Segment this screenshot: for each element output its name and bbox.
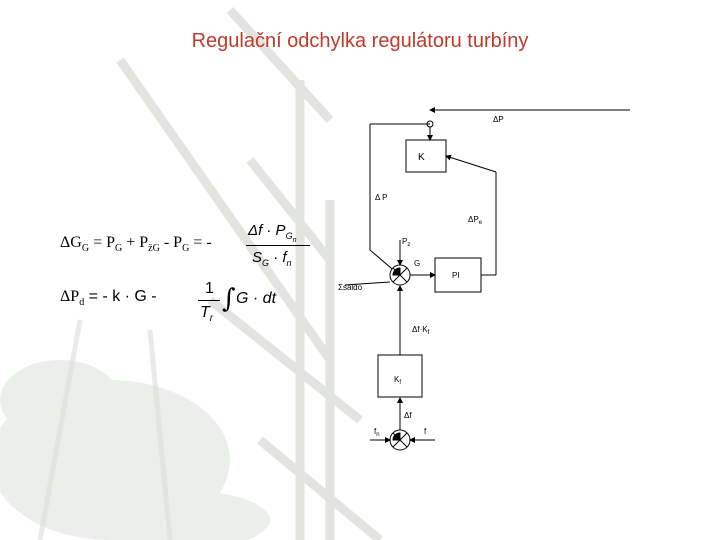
- label-dfK: Δf·Kf: [412, 325, 430, 336]
- eq1-fraction-numerator: Δf · PGn: [248, 222, 297, 244]
- label-Pz: Pz: [402, 237, 410, 248]
- eq1-lhs: ΔG: [60, 234, 82, 251]
- eq2-fraction-numerator: 1: [205, 280, 214, 297]
- eq1-fraction-bar: [246, 245, 310, 246]
- label-saldo: Σsaldo: [338, 283, 363, 292]
- label-dPe: ΔPe: [468, 215, 483, 226]
- eq1-fraction-denominator: SG · fn: [252, 249, 292, 268]
- eq2-fraction-bar: [198, 300, 220, 301]
- eq2-fraction-denominator: Tr: [200, 304, 214, 325]
- block-K: K: [418, 152, 425, 163]
- label-G: G: [414, 259, 420, 268]
- label-df: Δf: [404, 411, 412, 420]
- label-dP-top: ΔP: [493, 115, 504, 124]
- block-PI: PI: [452, 271, 460, 280]
- label-fn: fn: [374, 427, 380, 438]
- turbine-controller-block-diagram: ΔP K Δ P ΔPe Pz G PI Σsaldo Δf·Kf Kf Δf …: [338, 107, 630, 451]
- equation-2: ΔPd = - k · G -: [60, 288, 157, 309]
- label-f: f: [424, 427, 427, 436]
- label-dP-left: Δ P: [375, 193, 387, 202]
- equation-1: ΔGG = PG + PžG - PG = -: [60, 234, 212, 255]
- slide-title: Regulační odchylka regulátoru turbíny: [191, 30, 529, 52]
- block-Kf: Kf: [394, 375, 401, 386]
- eq2-integrand: G · dt: [236, 290, 277, 307]
- eq2-integral-sign: ∫: [222, 284, 236, 314]
- eq2-lhs: ΔP: [60, 288, 80, 305]
